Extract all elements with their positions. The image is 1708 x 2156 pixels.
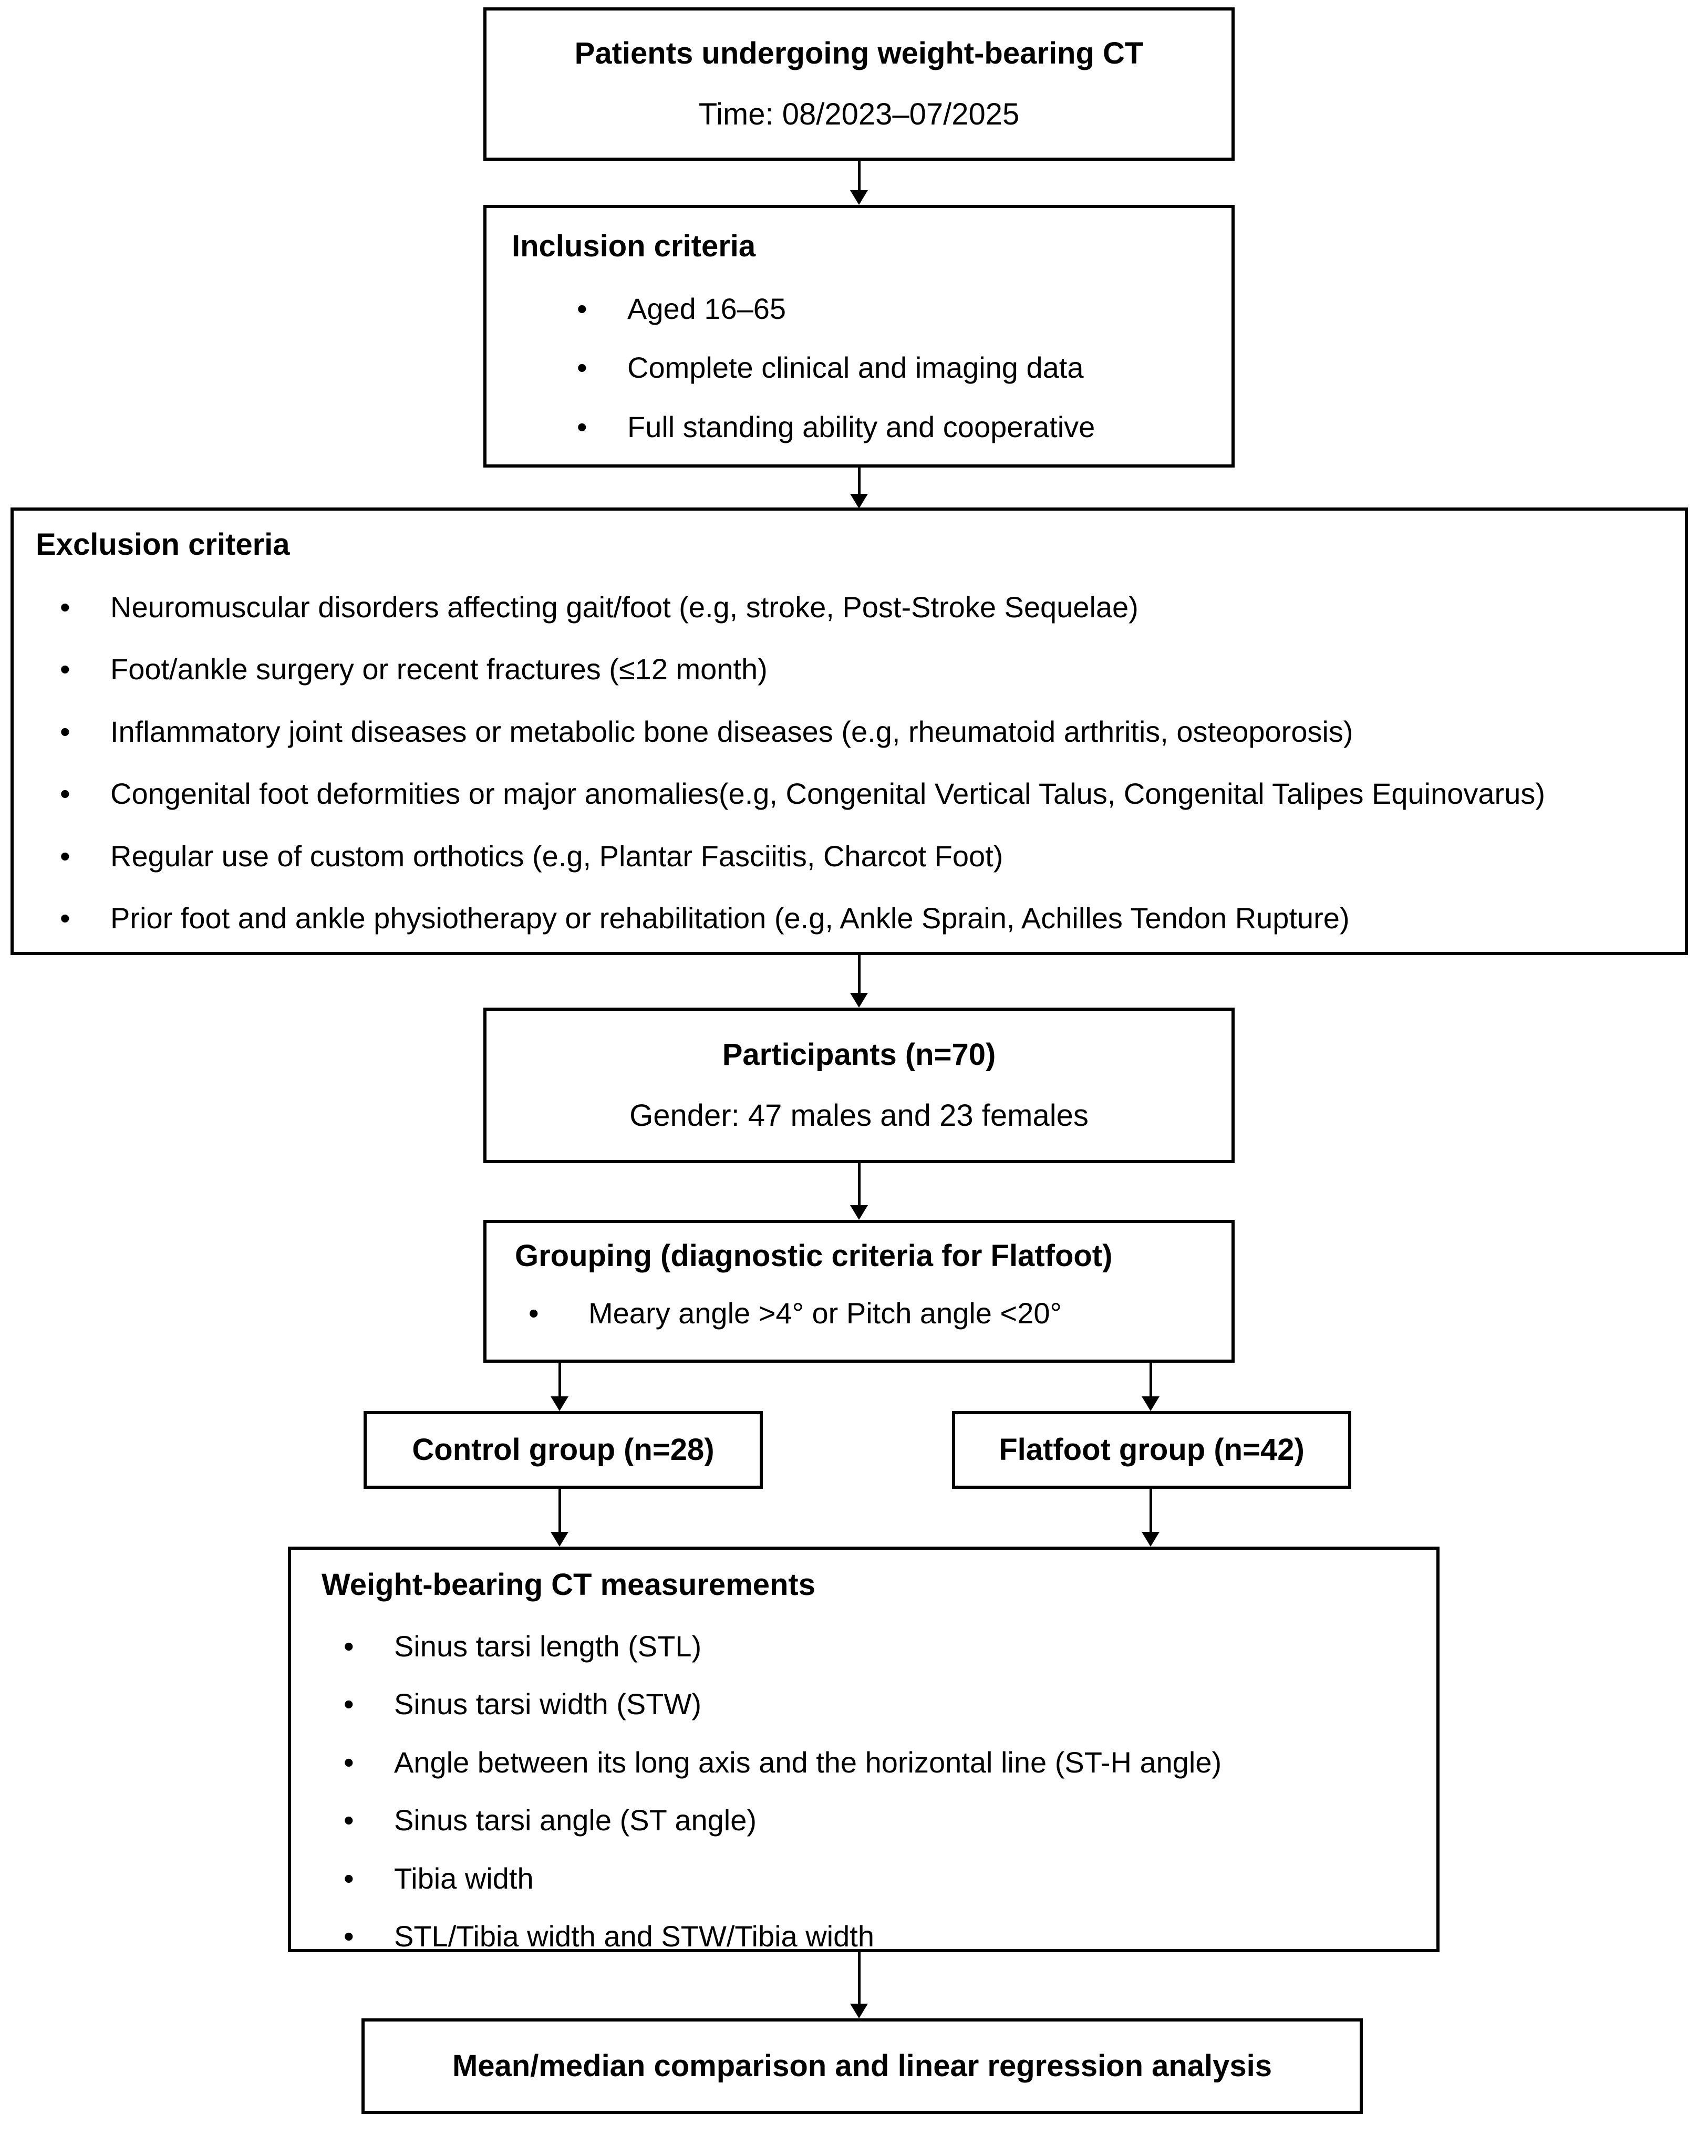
list-item: • STL/Tibia width and STW/Tibia width [344,1920,1222,1953]
bullet-icon: • [60,901,70,935]
participants-title: Participants (n=70) [722,1037,996,1072]
flatfoot-group-title: Flatfoot group (n=42) [999,1432,1305,1467]
list-item-label: Angle between its long axis and the hori… [394,1745,1222,1779]
node-exclusion-criteria: Exclusion criteria • Neuromuscular disor… [11,507,1688,955]
list-item: • Congenital foot deformities or major a… [60,777,1545,811]
node-analysis: Mean/median comparison and linear regres… [361,2018,1363,2114]
list-item: • Complete clinical and imaging data [577,351,1095,385]
list-item-label: Full standing ability and cooperative [627,410,1095,443]
list-item-label: Aged 16–65 [627,292,786,325]
bullet-icon: • [60,777,70,811]
list-item: • Prior foot and ankle physiotherapy or … [60,901,1545,935]
list-item: • Sinus tarsi length (STL) [344,1630,1222,1663]
bullet-icon: • [577,292,587,325]
exclusion-heading: Exclusion criteria [36,527,290,562]
list-item-label: Tibia width [394,1861,534,1895]
list-item: • Full standing ability and cooperative [577,410,1095,444]
list-item-label: Meary angle >4° or Pitch angle <20° [588,1297,1062,1330]
control-group-title: Control group (n=28) [412,1432,715,1467]
bullet-icon: • [344,1630,354,1663]
node-grouping: Grouping (diagnostic criteria for Flatfo… [483,1220,1235,1363]
list-item-label: Foot/ankle surgery or recent fractures (… [110,652,768,686]
list-item: • Regular use of custom orthotics (e.g, … [60,839,1545,873]
source-subtitle: Time: 08/2023–07/2025 [698,97,1020,131]
measurements-heading: Weight-bearing CT measurements [322,1568,816,1602]
list-item: • Sinus tarsi angle (ST angle) [344,1803,1222,1837]
participants-subtitle: Gender: 47 males and 23 females [629,1098,1089,1133]
list-item-label: Sinus tarsi width (STW) [394,1687,701,1721]
list-item-label: Inflammatory joint diseases or metabolic… [110,714,1353,748]
list-item: • Neuromuscular disorders affecting gait… [60,590,1545,624]
inclusion-list: • Aged 16–65 • Complete clinical and ima… [577,292,1095,444]
bullet-icon: • [344,1861,354,1895]
list-item-label: Neuromuscular disorders affecting gait/f… [110,590,1138,624]
inclusion-heading: Inclusion criteria [512,229,756,263]
list-item: • Sinus tarsi width (STW) [344,1687,1222,1721]
bullet-icon: • [60,714,70,748]
bullet-icon: • [60,839,70,873]
bullet-icon: • [577,410,587,443]
bullet-icon: • [577,351,587,385]
node-patients-undergoing-wbct: Patients undergoing weight-bearing CT Ti… [483,7,1235,161]
grouping-heading: Grouping (diagnostic criteria for Flatfo… [515,1239,1113,1273]
bullet-icon: • [60,652,70,686]
bullet-icon: • [344,1919,354,1953]
node-inclusion-criteria: Inclusion criteria • Aged 16–65 • Comple… [483,205,1235,468]
bullet-icon: • [60,590,70,624]
list-item-label: Regular use of custom orthotics (e.g, Pl… [110,839,1003,873]
node-control-group: Control group (n=28) [364,1411,763,1489]
grouping-list: • Meary angle >4° or Pitch angle <20° [529,1297,1062,1330]
list-item: • Angle between its long axis and the ho… [344,1746,1222,1779]
exclusion-list: • Neuromuscular disorders affecting gait… [60,590,1545,935]
list-item-label: Congenital foot deformities or major ano… [110,777,1545,811]
list-item: • Meary angle >4° or Pitch angle <20° [529,1297,1062,1330]
node-participants: Participants (n=70) Gender: 47 males and… [483,1008,1235,1163]
bullet-icon: • [344,1803,354,1837]
list-item: • Tibia width [344,1862,1222,1895]
analysis-title: Mean/median comparison and linear regres… [452,2048,1272,2083]
node-wbct-measurements: Weight-bearing CT measurements • Sinus t… [288,1547,1440,1953]
list-item-label: STL/Tibia width and STW/Tibia width [394,1919,874,1953]
list-item: • Aged 16–65 [577,292,1095,326]
list-item-label: Complete clinical and imaging data [627,351,1084,385]
list-item-label: Sinus tarsi angle (ST angle) [394,1803,757,1837]
list-item: • Inflammatory joint diseases or metabol… [60,715,1545,749]
list-item: • Foot/ankle surgery or recent fractures… [60,652,1545,686]
list-item-label: Sinus tarsi length (STL) [394,1630,702,1663]
list-item-label: Prior foot and ankle physiotherapy or re… [110,901,1350,935]
bullet-icon: • [344,1687,354,1721]
bullet-icon: • [344,1745,354,1779]
bullet-icon: • [529,1297,539,1330]
source-title: Patients undergoing weight-bearing CT [574,36,1144,70]
node-flatfoot-group: Flatfoot group (n=42) [952,1411,1351,1489]
measurements-list: • Sinus tarsi length (STL) • Sinus tarsi… [344,1630,1222,1953]
